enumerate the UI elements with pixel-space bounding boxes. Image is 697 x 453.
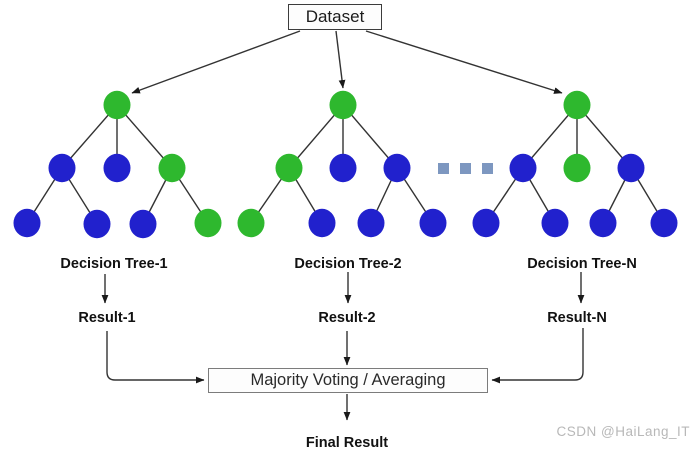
majority-voting-box: Majority Voting / Averaging bbox=[208, 368, 488, 393]
tree-3-node-blue bbox=[650, 208, 678, 238]
result-1-label: Result-1 bbox=[78, 310, 136, 326]
dataset-to-tree-3-arrow bbox=[365, 30, 563, 94]
result-n-to-majority-arrow bbox=[491, 328, 584, 384]
tree-2-node-blue bbox=[357, 208, 385, 238]
tree-1-node-blue bbox=[48, 153, 76, 183]
tree-2-node-green bbox=[329, 90, 357, 120]
result-2-label: Result-2 bbox=[318, 310, 376, 326]
tree-2-node-green bbox=[275, 153, 303, 183]
tree-3-node-green bbox=[563, 90, 591, 120]
tree-1-edge bbox=[116, 104, 173, 169]
ellipsis-dot bbox=[438, 163, 449, 174]
tree-2-node-blue bbox=[308, 208, 336, 238]
tree-2-node-blue bbox=[383, 153, 411, 183]
tree-2-node-green bbox=[237, 208, 265, 238]
dataset-arrows bbox=[131, 30, 563, 94]
tree-1-node-blue bbox=[129, 209, 157, 239]
tree-nodes-layer bbox=[13, 90, 678, 239]
tree-1-node-green bbox=[194, 208, 222, 238]
final-result-label: Final Result bbox=[305, 435, 389, 451]
tree-3-node-blue bbox=[541, 208, 569, 238]
dataset-box: Dataset bbox=[288, 4, 382, 30]
result-1-to-majority-arrow bbox=[106, 331, 205, 384]
ellipsis-dots bbox=[438, 163, 493, 174]
dataset-to-tree-2-arrow bbox=[335, 30, 346, 89]
tree-3-node-blue bbox=[617, 153, 645, 183]
flow-arrows bbox=[101, 272, 585, 421]
tree-1-node-blue bbox=[13, 208, 41, 238]
tree-2-node-blue bbox=[329, 153, 357, 183]
tree-1-label: Decision Tree-1 bbox=[60, 256, 168, 272]
tree-3-node-blue bbox=[472, 208, 500, 238]
tree-1-node-blue bbox=[103, 153, 131, 183]
dataset-to-tree-1-arrow bbox=[131, 30, 301, 94]
tree-2-label: Decision Tree-2 bbox=[294, 256, 402, 272]
tree-1-edge bbox=[61, 104, 118, 169]
watermark-text: CSDN @HaiLang_IT bbox=[556, 424, 690, 439]
dataset-label: Dataset bbox=[305, 7, 365, 26]
tree-2-node-blue bbox=[419, 208, 447, 238]
ellipsis-dot bbox=[460, 163, 471, 174]
tree-3-node-blue bbox=[589, 208, 617, 238]
ellipsis-dot bbox=[482, 163, 493, 174]
majority-voting-label: Majority Voting / Averaging bbox=[250, 371, 446, 389]
tree-3-node-green bbox=[563, 153, 591, 183]
tree-1-node-green bbox=[158, 153, 186, 183]
tree-1-node-green bbox=[103, 90, 131, 120]
tree-1-node-blue bbox=[83, 209, 111, 239]
tree-n-label: Decision Tree-N bbox=[527, 256, 637, 272]
tree-3-node-blue bbox=[509, 153, 537, 183]
result-n-label: Result-N bbox=[547, 310, 607, 326]
